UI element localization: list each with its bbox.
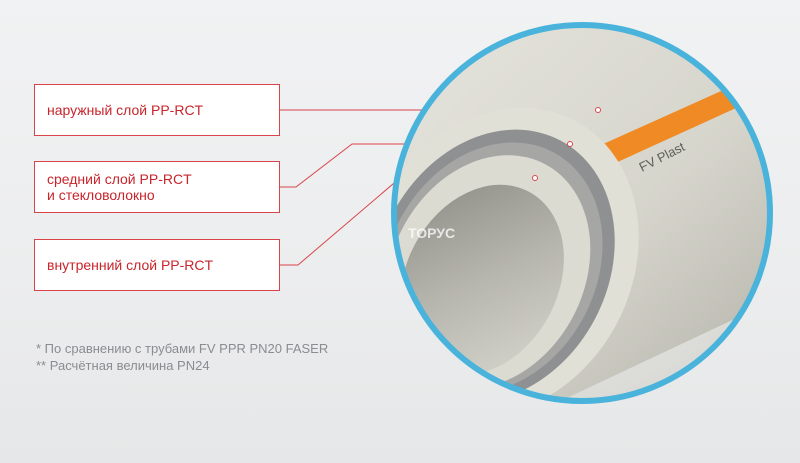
- watermark: ТОРУС: [408, 225, 455, 241]
- label-middle-text-2: и стекловолокно: [47, 187, 155, 203]
- label-inner-layer: внутренний слой PP-RCT: [34, 239, 280, 291]
- leader-dot-outer: [595, 107, 601, 113]
- leader-dot-middle: [567, 141, 573, 147]
- leader-dot-inner: [532, 175, 538, 181]
- label-middle-layer: средний слой PP-RCT и стекловолокно: [34, 161, 280, 213]
- label-outer-text: наружный слой PP-RCT: [47, 102, 204, 118]
- leader-dots: [532, 107, 601, 181]
- label-inner-text: внутренний слой PP-RCT: [47, 257, 214, 273]
- magnifier-circle: [391, 22, 773, 404]
- footnotes: * По сравнению с трубами FV PPR PN20 FAS…: [36, 340, 328, 374]
- label-outer-layer: наружный слой PP-RCT: [34, 84, 280, 136]
- footnote-2: ** Расчётная величина PN24: [36, 358, 210, 373]
- pipe-cutaway: FV Plast ТОРУС: [394, 25, 770, 401]
- footnote-1: * По сравнению с трубами FV PPR PN20 FAS…: [36, 341, 329, 356]
- label-middle-text-1: средний слой PP-RCT: [47, 171, 192, 187]
